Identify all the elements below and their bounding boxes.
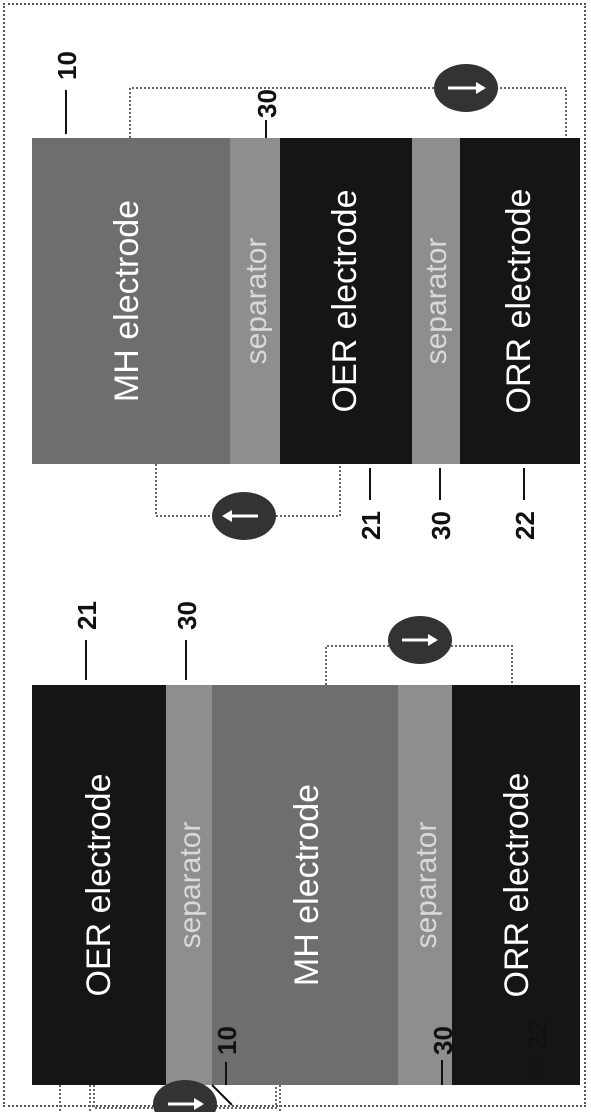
left-bottom-ref-10: 10	[212, 1026, 242, 1055]
figure-frame	[3, 3, 586, 1107]
right-layer-oer	[280, 138, 412, 464]
right-layer-mh	[32, 138, 230, 464]
right-label-orr: ORR electrode	[500, 189, 538, 414]
right-label-separator-2: separator	[420, 238, 453, 365]
left-stack-bottom-refs: 10	[212, 1026, 242, 1085]
left-ref-22: 22	[522, 1021, 552, 1050]
left-label-oer: OER electrode	[80, 774, 118, 997]
right-layer-separator-1	[230, 138, 280, 464]
left-node-upper-arrow-head	[194, 1098, 204, 1110]
left-layer-mh	[212, 685, 398, 1085]
left-ref-30a: 30	[172, 601, 202, 630]
right-label-mh: MH electrode	[108, 200, 146, 402]
left-label-separator-2: separator	[410, 822, 443, 949]
left-ref-30b: 30	[428, 1026, 458, 1055]
left-layer-separator-2	[398, 685, 452, 1085]
left-layer-separator-1	[166, 685, 212, 1085]
right-layer-orr	[460, 138, 580, 464]
left-lead-10	[211, 1084, 233, 1106]
left-ref-21: 21	[72, 601, 102, 630]
left-layer-orr	[452, 685, 580, 1085]
right-label-oer: OER electrode	[326, 190, 364, 413]
right-ref-10: 10	[52, 51, 82, 80]
left-circuit-a	[89, 1085, 281, 1112]
left-node-lower-arrow-head	[428, 634, 438, 646]
right-ref-21: 21	[356, 511, 386, 540]
right-node-lower-arrow-head	[222, 510, 232, 522]
right-stack: MH electrode separator OER electrode sep…	[32, 51, 580, 540]
left-stack: OER electrode separator MH electrode sep…	[32, 601, 580, 1112]
left-layer-oer	[32, 685, 166, 1085]
right-layer-separator-2	[412, 138, 460, 464]
right-ref-30a: 30	[252, 89, 282, 118]
right-circuit-upper	[129, 87, 567, 138]
left-label-mh: MH electrode	[288, 784, 326, 986]
right-ref-30b: 30	[426, 511, 456, 540]
right-label-separator-1: separator	[240, 238, 273, 365]
left-label-orr: ORR electrode	[498, 773, 536, 998]
right-node-upper-arrow-head	[476, 82, 486, 94]
left-label-separator-1: separator	[174, 822, 207, 949]
right-ref-22: 22	[510, 511, 540, 540]
